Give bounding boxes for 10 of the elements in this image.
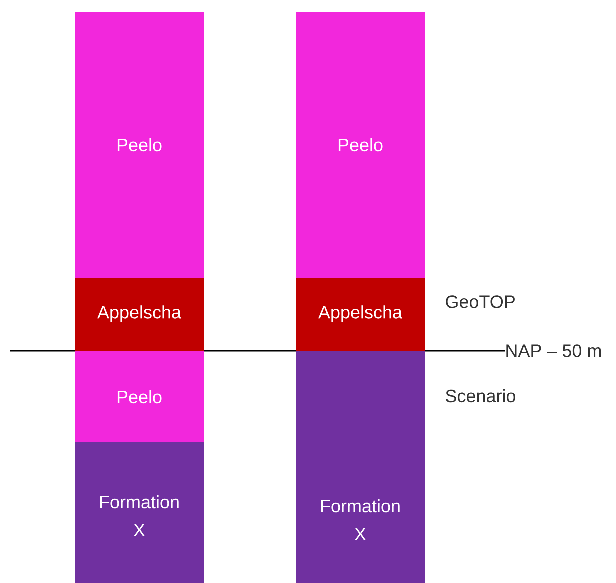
side-label: NAP – 50 m xyxy=(506,344,602,358)
layer-block: Peelo xyxy=(75,12,204,278)
side-label: GeoTOP xyxy=(446,296,515,308)
layer-block: Formation X xyxy=(296,350,425,583)
layer-block: Appelscha xyxy=(75,278,204,351)
layer-block: Peelo xyxy=(75,350,204,442)
side-label: Scenario xyxy=(446,389,516,403)
layer-block: Formation X xyxy=(75,442,204,583)
layer-block: Peelo xyxy=(296,12,425,278)
layer-block: Appelscha xyxy=(296,278,425,351)
